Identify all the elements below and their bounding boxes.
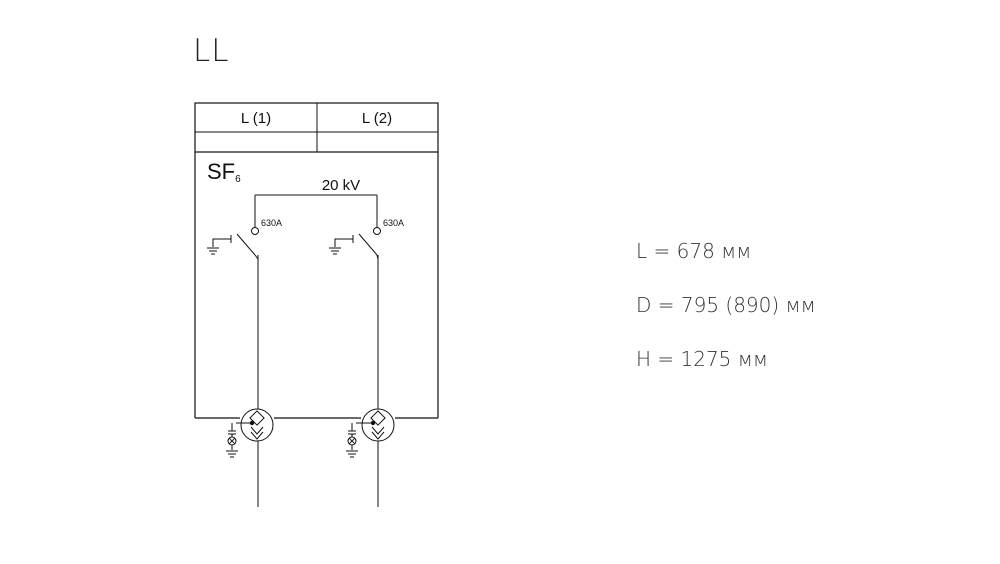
switch-rating-2: 630A	[383, 218, 404, 228]
gas-label: SF6	[207, 159, 241, 185]
busbar-voltage: 20 kV	[322, 177, 360, 194]
dimension-height: H = 1275 мм	[636, 347, 768, 371]
dimension-depth: D = 795 (890) мм	[636, 293, 816, 317]
page-title: LL	[193, 33, 230, 69]
fuse-contact-2	[373, 227, 381, 235]
feeder-2: 630A	[328, 195, 404, 507]
fuse-contact-1	[251, 227, 259, 235]
earthing-switch-2	[334, 238, 353, 247]
load-break-switch-1	[236, 233, 256, 256]
earthing-switch-1	[212, 238, 231, 247]
dimensions-list: L = 678 мм D = 795 (890) мм H = 1275 мм	[636, 238, 816, 400]
feeder-1: 630A	[206, 195, 282, 507]
switch-rating-1: 630A	[261, 218, 282, 228]
cable-sensor-1	[240, 408, 274, 442]
header-column-1: L (1)	[241, 110, 271, 127]
busbar: 20 kV	[255, 177, 377, 196]
dimension-length: L = 678 мм	[636, 239, 752, 263]
header-column-2: L (2)	[362, 110, 392, 127]
earth-icon	[225, 450, 239, 458]
earth-icon	[328, 247, 342, 255]
earth-icon	[345, 450, 359, 458]
header-table: L (1) L (2)	[194, 102, 439, 153]
enclosure	[194, 152, 439, 419]
earth-icon	[206, 247, 220, 255]
load-break-switch-2	[358, 233, 378, 256]
